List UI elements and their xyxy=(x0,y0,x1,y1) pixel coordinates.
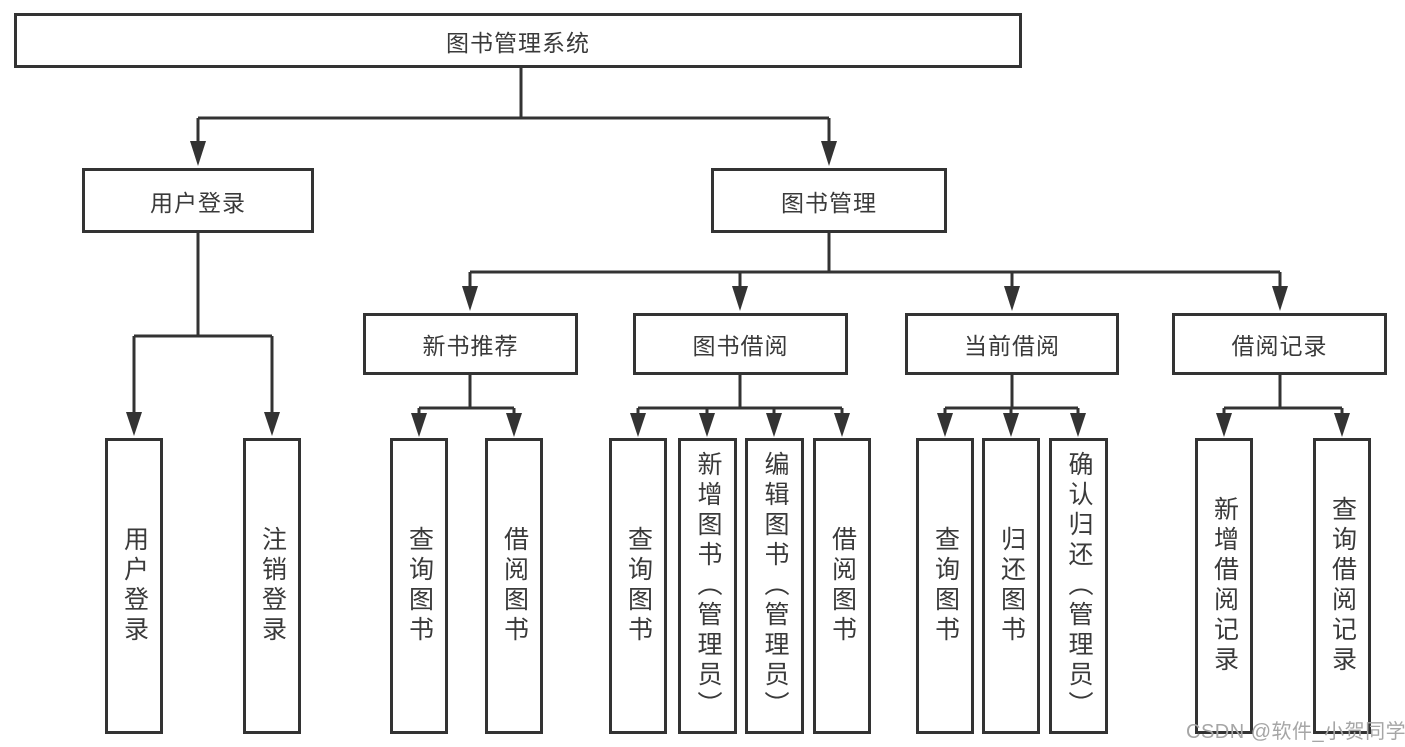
leaf-query-books-current: 查询图书 xyxy=(916,438,974,734)
node-borrow-records: 借阅记录 xyxy=(1172,313,1387,375)
arrowhead-icons xyxy=(126,141,1350,437)
node-user-login: 用户登录 xyxy=(82,168,314,233)
node-book-borrow: 图书借阅 xyxy=(633,313,848,375)
leaf-query-books-recommend: 查询图书 xyxy=(390,438,448,734)
node-new-book-recommend: 新书推荐 xyxy=(363,313,578,375)
leaf-edit-books-admin: 编辑图书（管理员） xyxy=(745,438,804,734)
leaf-logout: 注销登录 xyxy=(243,438,301,734)
leaf-confirm-return-admin: 确认归还（管理员） xyxy=(1049,438,1108,734)
leaf-borrow-books: 借阅图书 xyxy=(813,438,871,734)
leaf-add-books-admin: 新增图书（管理员） xyxy=(678,438,737,734)
node-current-borrow: 当前借阅 xyxy=(905,313,1119,375)
csdn-watermark: CSDN @软件_小贺同学 xyxy=(1186,721,1405,743)
node-book-management: 图书管理 xyxy=(711,168,947,233)
leaf-query-books-borrow: 查询图书 xyxy=(609,438,667,734)
leaf-return-books: 归还图书 xyxy=(982,438,1040,734)
leaf-borrow-books-recommend: 借阅图书 xyxy=(485,438,543,734)
leaf-add-borrow-record: 新增借阅记录 xyxy=(1195,438,1253,734)
leaf-query-borrow-record: 查询借阅记录 xyxy=(1313,438,1371,734)
leaf-user-login: 用户登录 xyxy=(105,438,163,734)
node-library-management-system: 图书管理系统 xyxy=(14,13,1022,68)
